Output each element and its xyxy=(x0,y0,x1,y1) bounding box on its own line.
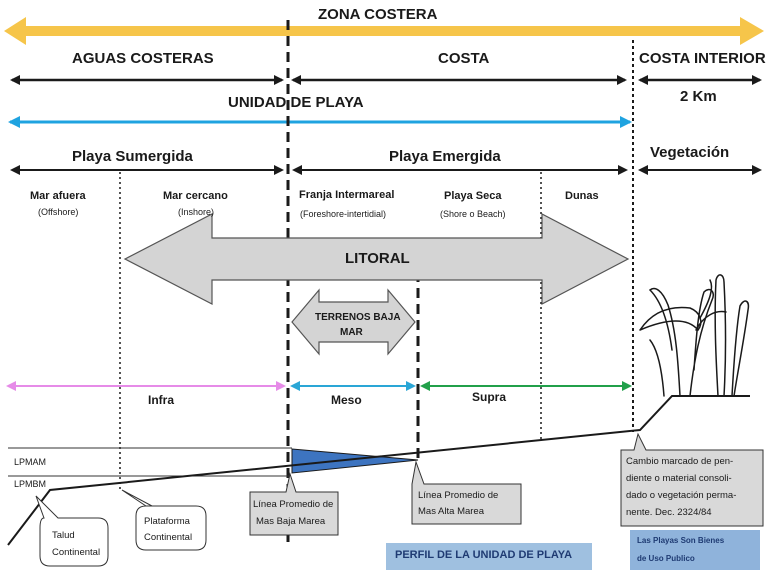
intertidal-wedge xyxy=(291,448,419,474)
bienes-text-2: de Uso Publico xyxy=(637,554,695,563)
terrenos-label-line1: TERRENOS BAJA xyxy=(315,312,401,323)
callout-plataforma xyxy=(121,489,207,551)
zone-name: Mar cercano xyxy=(163,190,228,202)
zone-sub: (Foreshore-intertidial) xyxy=(300,209,387,219)
cambio-text-4: nente. Dec. 2324/84 xyxy=(626,507,712,518)
distance-label: 2 Km xyxy=(680,88,717,105)
callout-alta-marea xyxy=(411,460,522,525)
baja-marea-text-2: Mas Baja Marea xyxy=(256,516,326,527)
terrenos-label-line2: MAR xyxy=(340,327,363,338)
cambio-text-2: diente o material consoli- xyxy=(626,473,732,484)
cambio-text-1: Cambio marcado de pen- xyxy=(626,456,734,467)
zona-costera-label: ZONA COSTERA xyxy=(318,6,438,23)
unidad-de-playa-label: UNIDAD DE PLAYA xyxy=(228,94,364,111)
zona-costera-arrow xyxy=(4,17,764,45)
playa-sumergida-label: Playa Sumergida xyxy=(72,148,193,165)
cambio-text-3: dado o vegetación perma- xyxy=(626,490,737,501)
vegetacion-label: Vegetación xyxy=(650,144,730,161)
zone-sub: (Inshore) xyxy=(178,207,215,217)
callout-talud xyxy=(35,495,109,567)
alta-marea-text-1: Línea Promedio de xyxy=(418,490,499,501)
zone-name: Dunas xyxy=(565,190,599,202)
plataforma-text-1: Plataforma xyxy=(144,516,190,527)
supra-label: Supra xyxy=(472,390,507,404)
costa-interior-label: COSTA INTERIOR xyxy=(639,50,766,67)
zone-name: Playa Seca xyxy=(444,190,502,202)
litoral-arrow xyxy=(123,213,630,305)
lpmbm-label: LPMBM xyxy=(14,479,47,489)
terrenos-baja-mar-arrow xyxy=(291,288,416,356)
plataforma-text-2: Continental xyxy=(144,532,193,543)
perfil-title: PERFIL DE LA UNIDAD DE PLAYA xyxy=(395,549,573,561)
zone-name: Franja Intermareal xyxy=(299,189,395,201)
vegetation-drawing xyxy=(639,274,750,397)
zone-sub: (Shore o Beach) xyxy=(440,209,506,219)
beach-profile-line xyxy=(7,395,750,546)
baja-marea-text-1: Línea Promedio de xyxy=(253,499,334,510)
talud-text-2: Continental xyxy=(52,547,101,558)
meso-label: Meso xyxy=(331,393,362,407)
talud-text-1: Talud xyxy=(52,530,75,541)
callout-cambio-pendiente xyxy=(620,432,764,527)
bienes-box xyxy=(630,530,760,570)
bienes-text-1: Las Playas Son Bienes xyxy=(637,536,725,545)
perfil-box xyxy=(386,543,592,570)
infra-label: Infra xyxy=(148,393,175,407)
lpmam-label: LPMAM xyxy=(14,457,47,467)
zone-name: Mar afuera xyxy=(30,190,86,202)
alta-marea-text-2: Mas Alta Marea xyxy=(418,506,484,517)
costa-label: COSTA xyxy=(438,50,490,67)
callout-baja-marea xyxy=(249,472,339,536)
litoral-label: LITORAL xyxy=(345,250,410,267)
aguas-costeras-label: AGUAS COSTERAS xyxy=(72,50,214,67)
playa-emergida-label: Playa Emergida xyxy=(389,148,501,165)
zone-sub: (Offshore) xyxy=(38,207,79,217)
